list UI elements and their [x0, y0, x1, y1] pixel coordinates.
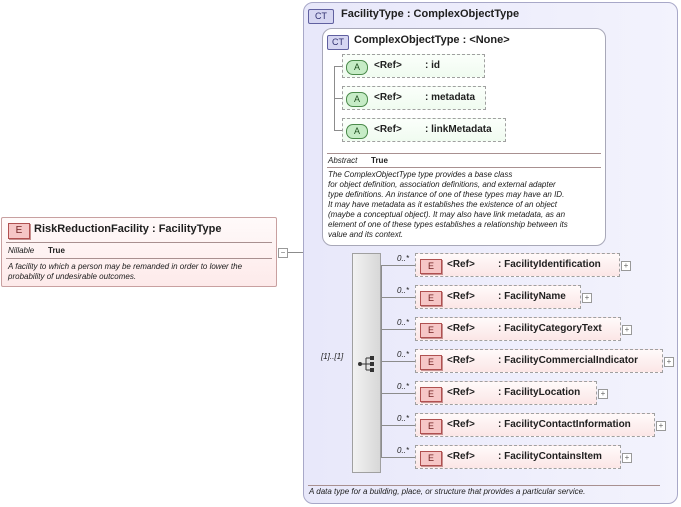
child-facility-category-text[interactable]: E <Ref> : FacilityCategoryText	[415, 317, 621, 341]
child-facility-name[interactable]: E <Ref> : FacilityName	[415, 285, 581, 309]
collapse-toggle-icon[interactable]: −	[278, 248, 288, 258]
connector-child	[381, 361, 415, 362]
connector-child	[381, 265, 415, 266]
expand-icon[interactable]: +	[622, 453, 632, 463]
expand-icon[interactable]: +	[622, 325, 632, 335]
base-type-title: ComplexObjectType : <None>	[354, 34, 510, 46]
expand-icon[interactable]: +	[621, 261, 631, 271]
child-ref: <Ref>	[447, 323, 475, 334]
child-facility-location[interactable]: E <Ref> : FacilityLocation	[415, 381, 597, 405]
connector-attr	[334, 98, 342, 99]
element-box[interactable]: E RiskReductionFacility : FacilityType N…	[1, 217, 277, 287]
complex-type-badge: CT	[308, 9, 334, 24]
child-name: : FacilityLocation	[498, 387, 581, 398]
sequence-icon	[358, 356, 374, 372]
child-ref: <Ref>	[447, 451, 475, 462]
element-badge: E	[420, 291, 442, 306]
connector-child	[381, 457, 415, 458]
attribute-linkmetadata[interactable]: A <Ref> : linkMetadata	[342, 118, 506, 142]
connector-attr	[334, 66, 342, 67]
element-title: RiskReductionFacility : FacilityType	[34, 223, 222, 235]
attribute-badge: A	[346, 124, 368, 139]
child-name: : FacilityName	[498, 291, 566, 302]
element-documentation: A facility to which a person may be rema…	[8, 262, 243, 281]
connector-child	[381, 393, 415, 394]
sequence-occurrence: [1]..[1]	[321, 352, 344, 361]
attribute-id[interactable]: A <Ref> : id	[342, 54, 485, 78]
attribute-ref: <Ref>	[374, 124, 402, 135]
child-name: : FacilityCommercialIndicator	[498, 355, 639, 366]
divider	[6, 242, 272, 243]
element-badge: E	[8, 223, 30, 239]
connector-element-to-type	[288, 252, 312, 253]
child-name: : FacilityCategoryText	[498, 323, 602, 334]
expand-icon[interactable]: +	[656, 421, 666, 431]
child-facility-contact-information[interactable]: E <Ref> : FacilityContactInformation	[415, 413, 655, 437]
divider	[6, 258, 272, 259]
child-occurrence: 0..*	[397, 286, 410, 295]
attribute-name: : metadata	[425, 92, 476, 103]
complex-type-documentation: A data type for a building, place, or st…	[309, 487, 586, 496]
element-badge: E	[420, 419, 442, 434]
child-occurrence: 0..*	[397, 414, 410, 423]
element-badge: E	[420, 451, 442, 466]
attribute-badge: A	[346, 92, 368, 107]
base-type-badge: CT	[327, 35, 349, 50]
element-badge: E	[420, 355, 442, 370]
sequence-compositor[interactable]	[352, 253, 381, 473]
attribute-metadata[interactable]: A <Ref> : metadata	[342, 86, 486, 110]
abstract-label: Abstract	[328, 156, 358, 165]
complex-type-title: FacilityType : ComplexObjectType	[341, 8, 520, 20]
child-name: : FacilityContactInformation	[498, 419, 631, 430]
element-badge: E	[420, 259, 442, 274]
divider	[327, 153, 601, 154]
child-occurrence: 0..*	[397, 446, 410, 455]
connector-child	[381, 329, 415, 330]
nillable-value: True	[48, 246, 65, 255]
child-facility-contains-item[interactable]: E <Ref> : FacilityContainsItem	[415, 445, 621, 469]
child-occurrence: 0..*	[397, 382, 410, 391]
attribute-name: : id	[425, 60, 440, 71]
child-facility-identification[interactable]: E <Ref> : FacilityIdentification	[415, 253, 620, 277]
child-facility-commercial-indicator[interactable]: E <Ref> : FacilityCommercialIndicator	[415, 349, 663, 373]
child-name: : FacilityIdentification	[498, 259, 601, 270]
connector-child	[381, 425, 415, 426]
abstract-value: True	[371, 156, 388, 165]
element-badge: E	[420, 323, 442, 338]
child-occurrence: 0..*	[397, 350, 410, 359]
child-ref: <Ref>	[447, 259, 475, 270]
nillable-label: Nillable	[8, 246, 35, 255]
child-ref: <Ref>	[447, 291, 475, 302]
divider	[308, 485, 660, 486]
child-ref: <Ref>	[447, 419, 475, 430]
element-badge: E	[420, 387, 442, 402]
attribute-badge: A	[346, 60, 368, 75]
attribute-ref: <Ref>	[374, 60, 402, 71]
base-type-documentation: The ComplexObjectType type provides a ba…	[328, 170, 568, 239]
child-ref: <Ref>	[447, 355, 475, 366]
expand-icon[interactable]: +	[664, 357, 674, 367]
child-occurrence: 0..*	[397, 254, 410, 263]
attribute-ref: <Ref>	[374, 92, 402, 103]
child-name: : FacilityContainsItem	[498, 451, 602, 462]
expand-icon[interactable]: +	[582, 293, 592, 303]
connector-attr	[334, 130, 342, 131]
attribute-name: : linkMetadata	[425, 124, 492, 135]
connector-child	[381, 297, 415, 298]
divider	[327, 167, 601, 168]
child-occurrence: 0..*	[397, 318, 410, 327]
expand-icon[interactable]: +	[598, 389, 608, 399]
child-ref: <Ref>	[447, 387, 475, 398]
